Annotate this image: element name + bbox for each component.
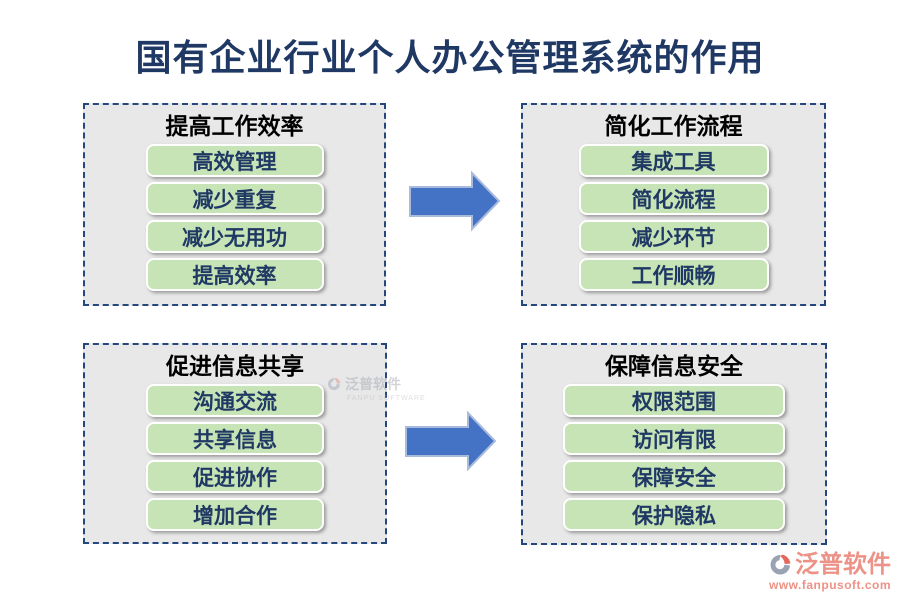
box-title: 提高工作效率 xyxy=(165,113,304,139)
pill-item: 权限范围 xyxy=(563,384,785,417)
pill-item: 简化流程 xyxy=(578,182,769,215)
page-title: 国有企业行业个人办公管理系统的作用 xyxy=(135,37,765,78)
pill-list: 权限范围 访问有限 保障安全 保护隐私 xyxy=(523,384,825,531)
pill-list: 高效管理 减少重复 减少无用功 提高效率 xyxy=(85,144,384,291)
pill-item: 提高效率 xyxy=(145,258,324,291)
pill-item: 促进协作 xyxy=(146,460,324,493)
watermark-subtitle: FANPU SOFTWARE xyxy=(347,395,426,402)
fanpu-logo-icon xyxy=(327,377,341,390)
box-title: 促进信息共享 xyxy=(166,353,304,379)
pill-list: 沟通交流 共享信息 促进协作 增加合作 xyxy=(85,384,385,531)
brand-name: 泛普软件 xyxy=(795,551,891,578)
pill-item: 沟通交流 xyxy=(146,384,324,417)
pill-item: 访问有限 xyxy=(563,422,785,455)
right-arrow-icon xyxy=(409,170,501,232)
benefit-box-ensure-security: 保障信息安全 权限范围 访问有限 保障安全 保护隐私 xyxy=(521,343,827,545)
pill-item: 工作顺畅 xyxy=(578,258,769,291)
box-title: 保障信息安全 xyxy=(605,353,743,379)
benefit-box-simplify-workflow: 简化工作流程 集成工具 简化流程 减少环节 工作顺畅 xyxy=(521,103,826,306)
pill-item: 减少重复 xyxy=(145,182,324,215)
watermark-text: 泛普软件 xyxy=(345,376,401,392)
pill-item: 高效管理 xyxy=(145,144,324,177)
fanpu-logo-icon xyxy=(770,554,791,574)
pill-item: 减少无用功 xyxy=(145,220,324,253)
box-title: 简化工作流程 xyxy=(604,113,743,139)
brand-logo: 泛普软件 www.fanpusoft.com xyxy=(769,551,891,592)
pill-list: 集成工具 简化流程 减少环节 工作顺畅 xyxy=(523,144,824,291)
pill-item: 保护隐私 xyxy=(563,498,785,531)
benefit-box-improve-efficiency: 提高工作效率 高效管理 减少重复 减少无用功 提高效率 xyxy=(83,103,386,306)
watermark-logo: 泛普软件 FANPU SOFTWARE xyxy=(327,374,426,402)
pill-item: 集成工具 xyxy=(578,144,769,177)
pill-item: 减少环节 xyxy=(578,220,769,253)
benefit-box-promote-sharing: 促进信息共享 沟通交流 共享信息 促进协作 增加合作 xyxy=(83,343,387,544)
brand-url: www.fanpusoft.com xyxy=(769,578,892,592)
pill-item: 保障安全 xyxy=(563,460,785,493)
pill-item: 共享信息 xyxy=(146,422,324,455)
right-arrow-icon xyxy=(405,410,497,472)
pill-item: 增加合作 xyxy=(146,498,324,531)
